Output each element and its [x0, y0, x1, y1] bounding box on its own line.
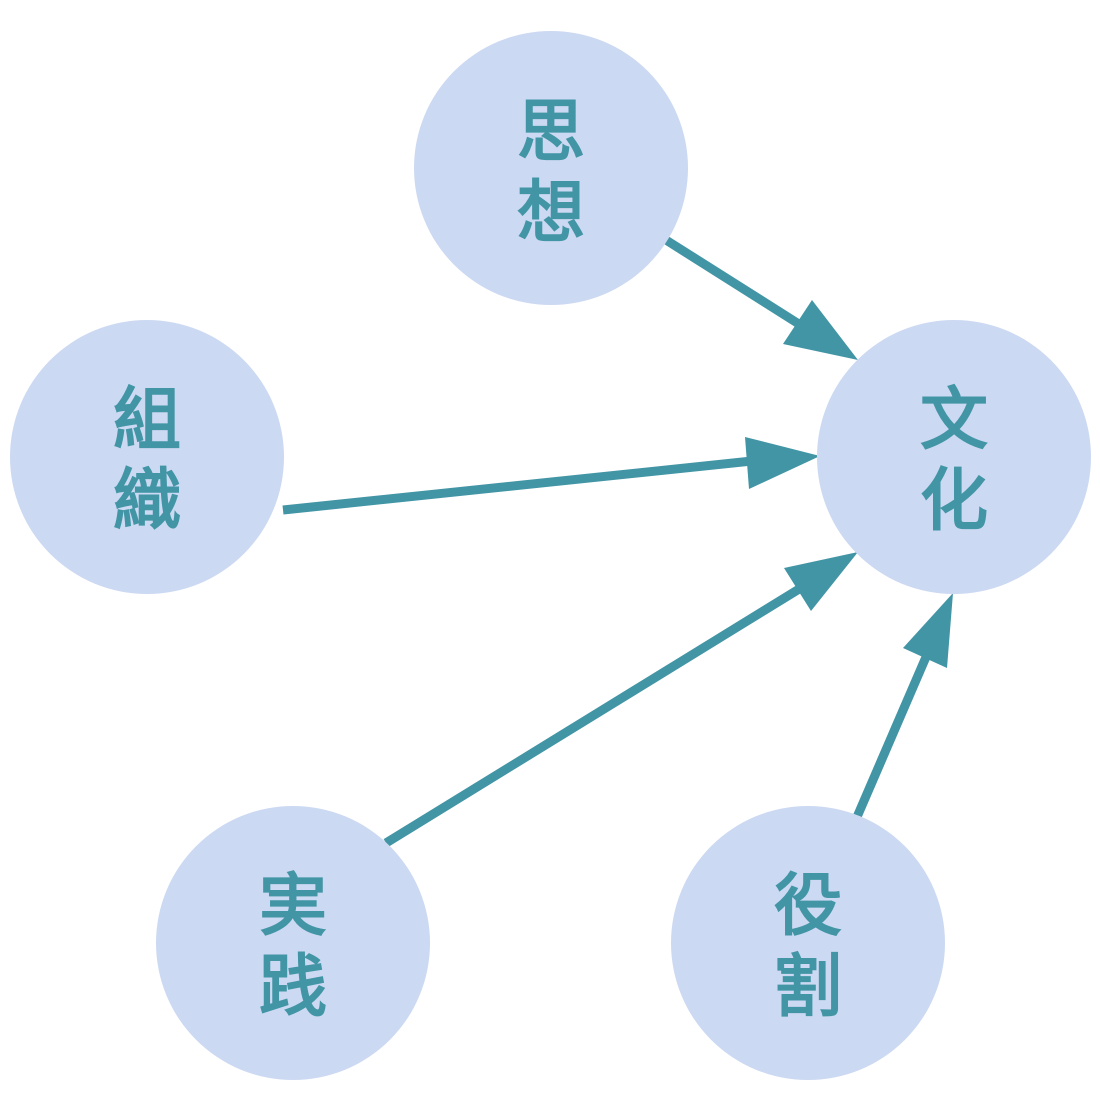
- node-label-line1: 組: [113, 381, 181, 460]
- arrowhead: [783, 300, 858, 360]
- node-label-line2: 割: [774, 948, 842, 1027]
- node-circle: [156, 806, 430, 1080]
- arrowhead: [903, 593, 953, 668]
- node-label-line2: 化: [920, 462, 988, 541]
- arrowhead: [745, 437, 820, 489]
- node-label-line1: 思: [517, 93, 585, 172]
- node-label-line2: 想: [517, 174, 585, 253]
- edge-soshiki-to-bunka: [282, 437, 820, 515]
- node-jissen: 実 践: [156, 806, 430, 1080]
- node-circle: [10, 320, 284, 594]
- node-label-line1: 役: [774, 867, 842, 946]
- arrowhead: [784, 552, 858, 611]
- node-label-line2: 践: [259, 948, 327, 1027]
- node-label-line2: 織: [113, 462, 181, 541]
- node-circle: [671, 806, 945, 1080]
- node-bunka: 文 化: [817, 320, 1091, 594]
- node-yakuwari: 役 割: [671, 806, 945, 1080]
- node-label-line1: 文: [920, 381, 988, 460]
- edge-yakuwari-to-bunka: [852, 593, 953, 819]
- node-soshiki: 組 織: [10, 320, 284, 594]
- edge-shisou-to-bunka: [663, 236, 858, 360]
- node-label-line1: 実: [259, 867, 327, 946]
- node-circle: [414, 31, 688, 305]
- node-circle: [817, 320, 1091, 594]
- edges: [282, 236, 953, 847]
- edge-jissen-to-bunka: [383, 552, 858, 847]
- node-shisou: 思 想: [414, 31, 688, 305]
